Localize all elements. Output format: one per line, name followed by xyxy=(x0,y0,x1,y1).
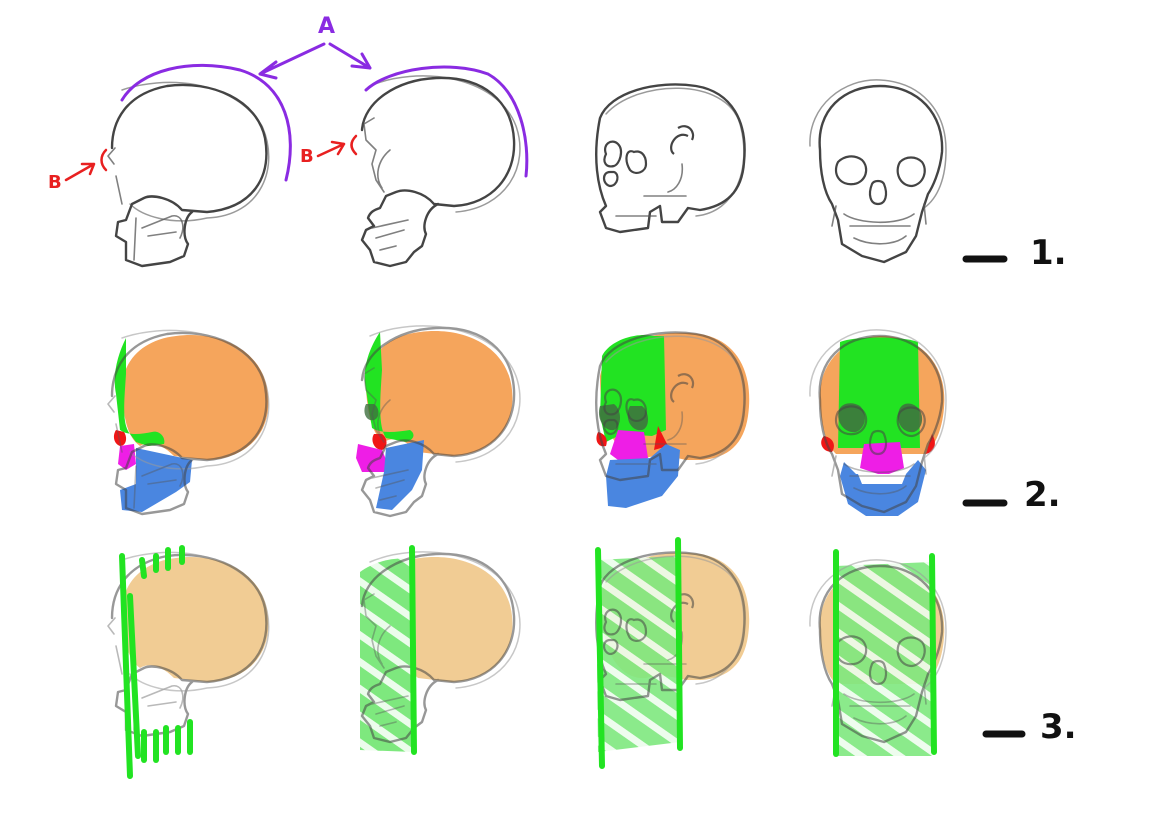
annotation-b-left: B xyxy=(48,148,108,193)
hatched-face-plane xyxy=(596,556,680,752)
vertical-guide-line-right xyxy=(675,537,683,751)
annotation-b-right-label: B xyxy=(300,146,314,167)
vertical-guide-line-left xyxy=(595,547,605,769)
skull-side-view-2 xyxy=(360,74,522,268)
eye-socket-left xyxy=(838,403,865,433)
annotation-b-right: B xyxy=(300,134,358,167)
nose-region xyxy=(356,444,388,472)
nose-region xyxy=(118,444,136,470)
vertical-guide-line xyxy=(409,545,417,755)
hatched-face-plane xyxy=(836,562,932,756)
skull-three-quarter-plane xyxy=(595,537,750,769)
row-label-1: 1. xyxy=(962,233,1067,273)
skull-front-plane xyxy=(808,549,948,757)
annotation-a: A xyxy=(120,14,529,182)
eye-socket-right xyxy=(627,406,648,431)
cheekbone-region xyxy=(372,434,387,450)
row-label-3-text: 3. xyxy=(1040,707,1077,747)
bracket-b-right xyxy=(350,134,358,156)
skull-side-colored-2 xyxy=(356,324,522,518)
cheekbone-region xyxy=(113,430,127,446)
vertical-guide-line-right xyxy=(929,553,937,755)
row-label-2: 2. xyxy=(962,475,1061,515)
cranium-arc-left xyxy=(120,63,292,182)
skull-side-plane-1 xyxy=(106,545,270,779)
bracket-b-left xyxy=(100,148,108,172)
row-label-3: 3. xyxy=(982,707,1077,747)
row-3-planes xyxy=(106,537,948,779)
skull-front-view xyxy=(808,78,948,264)
skull-three-quarter-colored xyxy=(595,331,750,508)
skull-side-view-1 xyxy=(106,81,270,268)
nose-region xyxy=(610,430,648,466)
skull-three-quarter-view xyxy=(595,83,746,234)
eye-socket-right xyxy=(897,403,923,433)
cranium-arc-right xyxy=(364,65,529,178)
skull-side-plane-2 xyxy=(360,545,522,755)
eye-socket xyxy=(364,404,379,421)
row-label-1-text: 1. xyxy=(1030,233,1067,273)
annotation-b-left-label: B xyxy=(48,172,62,193)
jaw-region xyxy=(376,440,424,510)
annotation-a-label: A xyxy=(318,14,335,39)
skull-front-colored xyxy=(808,328,948,516)
row-2-coloured-regions xyxy=(106,324,948,518)
arrow-b-left xyxy=(64,162,96,182)
skull-side-colored-1 xyxy=(106,329,270,516)
vertical-guide-strokes xyxy=(119,545,193,779)
arrow-a-right xyxy=(328,42,372,70)
arrow-a-left xyxy=(258,42,326,80)
arrow-b-right xyxy=(316,140,346,158)
face-region xyxy=(114,338,165,446)
row-label-2-text: 2. xyxy=(1024,475,1061,515)
